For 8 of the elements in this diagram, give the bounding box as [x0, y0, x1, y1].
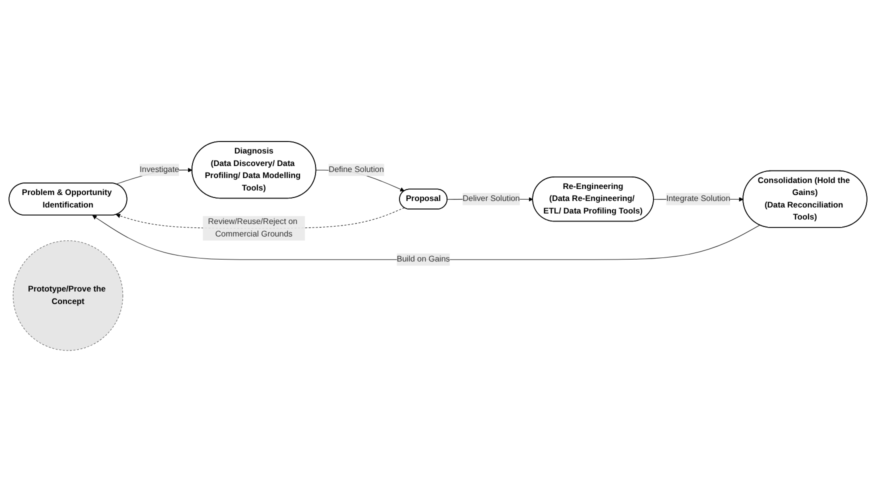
edge-label: Investigate	[140, 165, 180, 174]
edge-label: Define Solution	[328, 165, 384, 174]
edge-label: Deliver Solution	[462, 194, 520, 204]
node-circle: Prototype/Prove the Concept	[12, 240, 124, 351]
edge-label: Review/Reuse/Reject on Commercial Grounds	[208, 218, 298, 239]
edge-label: Build on Gains	[396, 255, 450, 264]
arrow	[92, 215, 760, 260]
edge-label: Integrate Solution	[666, 194, 730, 204]
